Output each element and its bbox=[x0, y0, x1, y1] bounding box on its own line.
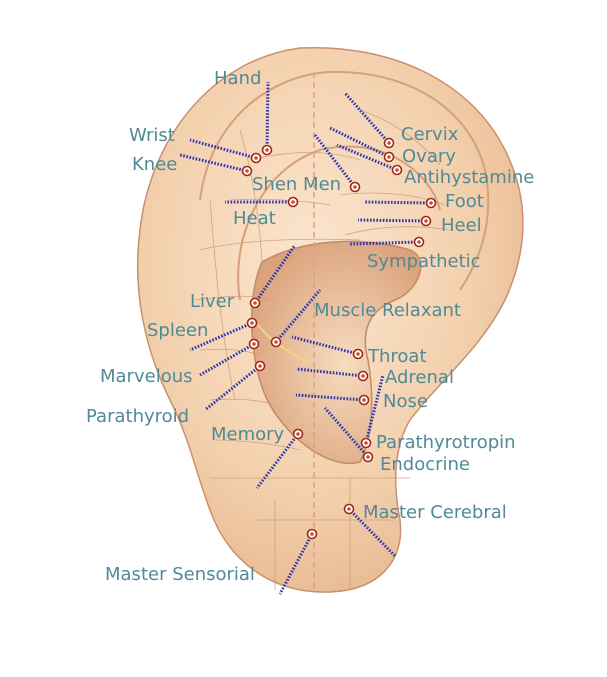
label-parathyroid: Parathyroid bbox=[86, 406, 189, 427]
label-foot: Foot bbox=[445, 191, 484, 212]
point-parathyroid bbox=[254, 360, 266, 372]
ear-nerve-line bbox=[257, 324, 311, 363]
point-foot bbox=[425, 197, 437, 209]
point-antihystamine bbox=[391, 164, 403, 176]
label-hand: Hand bbox=[214, 68, 261, 89]
ear-concha bbox=[250, 240, 422, 464]
needle-shen-men bbox=[313, 134, 357, 188]
label-master-cerebral: Master Cerebral bbox=[363, 502, 507, 523]
needle-parathyroid bbox=[204, 364, 261, 412]
label-cervix: Cervix bbox=[401, 124, 459, 145]
needle-antihystamine bbox=[336, 143, 398, 172]
point-hand bbox=[261, 144, 273, 156]
point-spleen bbox=[246, 317, 258, 329]
ear-illustration bbox=[136, 46, 524, 593]
label-muscle-relaxant: Muscle Relaxant bbox=[314, 300, 461, 321]
label-heat: Heat bbox=[233, 208, 276, 229]
point-memory bbox=[292, 428, 304, 440]
point-adrenal bbox=[357, 370, 369, 382]
points bbox=[241, 137, 437, 540]
label-marvelous: Marvelous bbox=[100, 366, 193, 387]
ear-antihelix bbox=[237, 145, 441, 301]
point-master-sensorial bbox=[306, 528, 318, 540]
point-shen-men bbox=[349, 181, 361, 193]
label-ovary: Ovary bbox=[402, 146, 456, 167]
label-antihystamine: Antihystamine bbox=[404, 167, 534, 188]
labels: Hand Wrist Knee Shen Men Heat Cervix Ova… bbox=[86, 68, 534, 585]
point-parathyrotropin bbox=[360, 437, 372, 449]
label-endocrine: Endocrine bbox=[380, 454, 470, 475]
point-ovary bbox=[383, 151, 395, 163]
label-liver: Liver bbox=[190, 291, 235, 312]
label-adrenal: Adrenal bbox=[385, 367, 454, 388]
point-master-cerebral bbox=[343, 503, 355, 515]
point-knee bbox=[241, 165, 253, 177]
point-heat bbox=[287, 196, 299, 208]
point-cervix bbox=[383, 137, 395, 149]
point-muscle-relaxant bbox=[270, 336, 282, 348]
point-heel bbox=[420, 215, 432, 227]
point-endocrine bbox=[362, 451, 374, 463]
label-shen-men: Shen Men bbox=[252, 174, 341, 195]
needle-foot bbox=[364, 200, 432, 205]
point-liver bbox=[249, 297, 261, 309]
label-memory: Memory bbox=[211, 424, 285, 445]
label-heel: Heel bbox=[441, 215, 482, 236]
label-wrist: Wrist bbox=[129, 125, 175, 146]
needles bbox=[179, 81, 432, 595]
label-master-sensorial: Master Sensorial bbox=[105, 564, 255, 585]
point-marvelous bbox=[248, 338, 260, 350]
needle-endocrine bbox=[323, 407, 370, 458]
point-wrist bbox=[250, 152, 262, 164]
needle-liver bbox=[253, 244, 297, 304]
ear-helix-rim bbox=[199, 70, 490, 291]
needle-parathyrotropin bbox=[364, 374, 385, 444]
label-knee: Knee bbox=[132, 154, 177, 175]
needle-cervix bbox=[343, 92, 391, 144]
point-sympathetic bbox=[413, 236, 425, 248]
point-nose bbox=[358, 394, 370, 406]
needle-ovary bbox=[329, 126, 390, 159]
label-parathyrotropin: Parathyrotropin bbox=[376, 432, 516, 453]
needle-marvelous bbox=[199, 342, 255, 377]
point-throat bbox=[352, 348, 364, 360]
label-sympathetic: Sympathetic bbox=[367, 251, 481, 272]
label-spleen: Spleen bbox=[147, 320, 208, 341]
label-nose: Nose bbox=[383, 391, 428, 412]
needle-adrenal bbox=[296, 367, 364, 378]
needle-master-cerebral bbox=[347, 507, 398, 559]
label-throat: Throat bbox=[367, 346, 427, 367]
